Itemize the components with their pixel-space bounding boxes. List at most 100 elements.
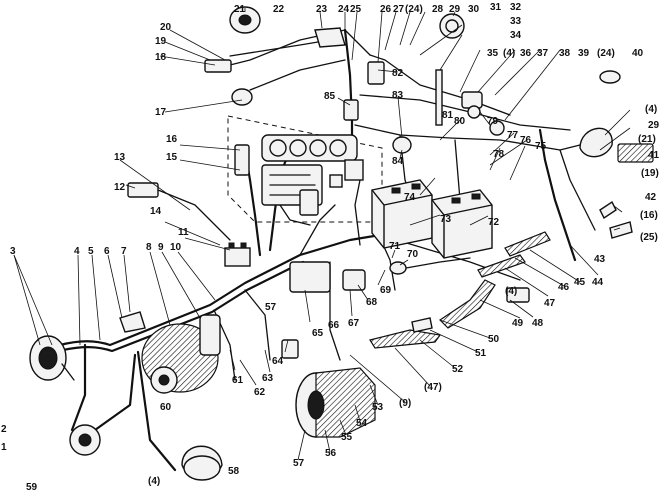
relays <box>281 261 366 359</box>
instrument-cluster <box>234 134 364 226</box>
label-12: 12 <box>114 182 126 193</box>
label-10: 10 <box>170 242 182 253</box>
label-34: 34 <box>510 30 522 41</box>
switch-80 <box>489 120 505 136</box>
sender-17 <box>231 88 253 106</box>
batteries <box>371 179 493 259</box>
label-19b: (19) <box>641 168 659 179</box>
starter-motor <box>295 367 376 438</box>
label-83: 83 <box>392 90 404 101</box>
label-47b: (47) <box>424 382 442 393</box>
label-66: 66 <box>328 320 340 331</box>
label-53: 53 <box>372 402 384 413</box>
lamp-21-right <box>579 127 613 158</box>
label-76: 76 <box>520 135 532 146</box>
label-9: 9 <box>158 242 164 253</box>
label-35: 35 <box>487 48 499 59</box>
label-61: 61 <box>232 375 244 386</box>
label-63: 63 <box>262 373 274 384</box>
horn-23 <box>314 27 346 48</box>
label-31: 31 <box>490 2 502 13</box>
label-4c: (4) <box>645 104 657 115</box>
label-25b: (25) <box>640 232 658 243</box>
label-3: 3 <box>10 246 16 257</box>
label-50: 50 <box>488 334 500 345</box>
battery-small <box>224 242 251 267</box>
label-60: 60 <box>160 402 172 413</box>
label-16: 16 <box>166 134 178 145</box>
label-7: 7 <box>121 246 127 257</box>
label-67: 67 <box>348 318 360 329</box>
label-32: 32 <box>510 2 522 13</box>
label-85: 85 <box>324 91 336 102</box>
label-47: 47 <box>544 298 556 309</box>
label-68: 68 <box>366 297 378 308</box>
headlamp-left <box>29 335 75 381</box>
connector-48 <box>506 287 530 303</box>
label-14: 14 <box>150 206 162 217</box>
label-18: 18 <box>155 52 167 63</box>
leader-lines <box>13 8 631 461</box>
label-28: 28 <box>432 4 444 15</box>
label-64: 64 <box>272 356 284 367</box>
label-57: 57 <box>293 458 305 469</box>
connector-41 <box>617 143 654 163</box>
label-33: 33 <box>510 16 522 27</box>
label-75: 75 <box>535 141 547 152</box>
label-20: 20 <box>160 22 172 33</box>
label-26: 26 <box>380 4 392 15</box>
label-4b: (4) <box>503 48 515 59</box>
sensor-70 <box>389 257 471 275</box>
label-46: 46 <box>558 282 570 293</box>
label-2: 2 <box>1 424 7 435</box>
label-72: 72 <box>488 217 500 228</box>
part-42 <box>599 200 617 220</box>
label-56: 56 <box>325 448 337 459</box>
label-17: 17 <box>155 107 167 118</box>
label-9b: (9) <box>399 398 411 409</box>
label-44: 44 <box>592 277 604 288</box>
label-52: 52 <box>452 364 464 375</box>
label-8: 8 <box>146 242 152 253</box>
label-57b: 57 <box>265 302 277 313</box>
label-29: 29 <box>449 4 461 15</box>
instrument-panel-outline <box>227 115 383 223</box>
label-82: 82 <box>392 68 404 79</box>
label-30: 30 <box>468 4 480 15</box>
label-42: 42 <box>645 192 657 203</box>
label-24c: (24) <box>597 48 615 59</box>
label-84: 84 <box>392 156 404 167</box>
label-29b: 29 <box>648 120 660 131</box>
label-4e: (4) <box>148 476 160 487</box>
clip-51 <box>411 317 433 333</box>
switch-37 <box>461 91 483 119</box>
label-40: 40 <box>632 48 644 59</box>
label-77: 77 <box>507 130 519 141</box>
label-25: 25 <box>350 4 362 15</box>
label-55: 55 <box>341 432 353 443</box>
part-43 <box>609 221 633 239</box>
lamp-59 <box>69 424 101 456</box>
battery-cables <box>369 231 551 349</box>
lamp-58 <box>181 445 223 481</box>
connector-12 <box>127 182 231 241</box>
label-54: 54 <box>356 418 368 429</box>
label-43: 43 <box>594 254 606 265</box>
label-23: 23 <box>316 4 328 15</box>
part-labels: 1 2 3 4 5 6 7 8 9 10 11 12 13 14 15 16 1… <box>1 2 660 493</box>
label-19: 19 <box>155 36 167 47</box>
label-78: 78 <box>493 149 505 160</box>
label-16b: (16) <box>640 210 658 221</box>
label-36: 36 <box>520 48 532 59</box>
label-62: 62 <box>254 387 266 398</box>
label-81: 81 <box>442 110 454 121</box>
label-80: 80 <box>454 116 466 127</box>
switch-19 <box>204 59 232 73</box>
label-27: 27 <box>393 4 405 15</box>
label-69: 69 <box>380 285 392 296</box>
label-38: 38 <box>559 48 571 59</box>
label-39: 39 <box>578 48 590 59</box>
label-1: 1 <box>1 442 7 453</box>
